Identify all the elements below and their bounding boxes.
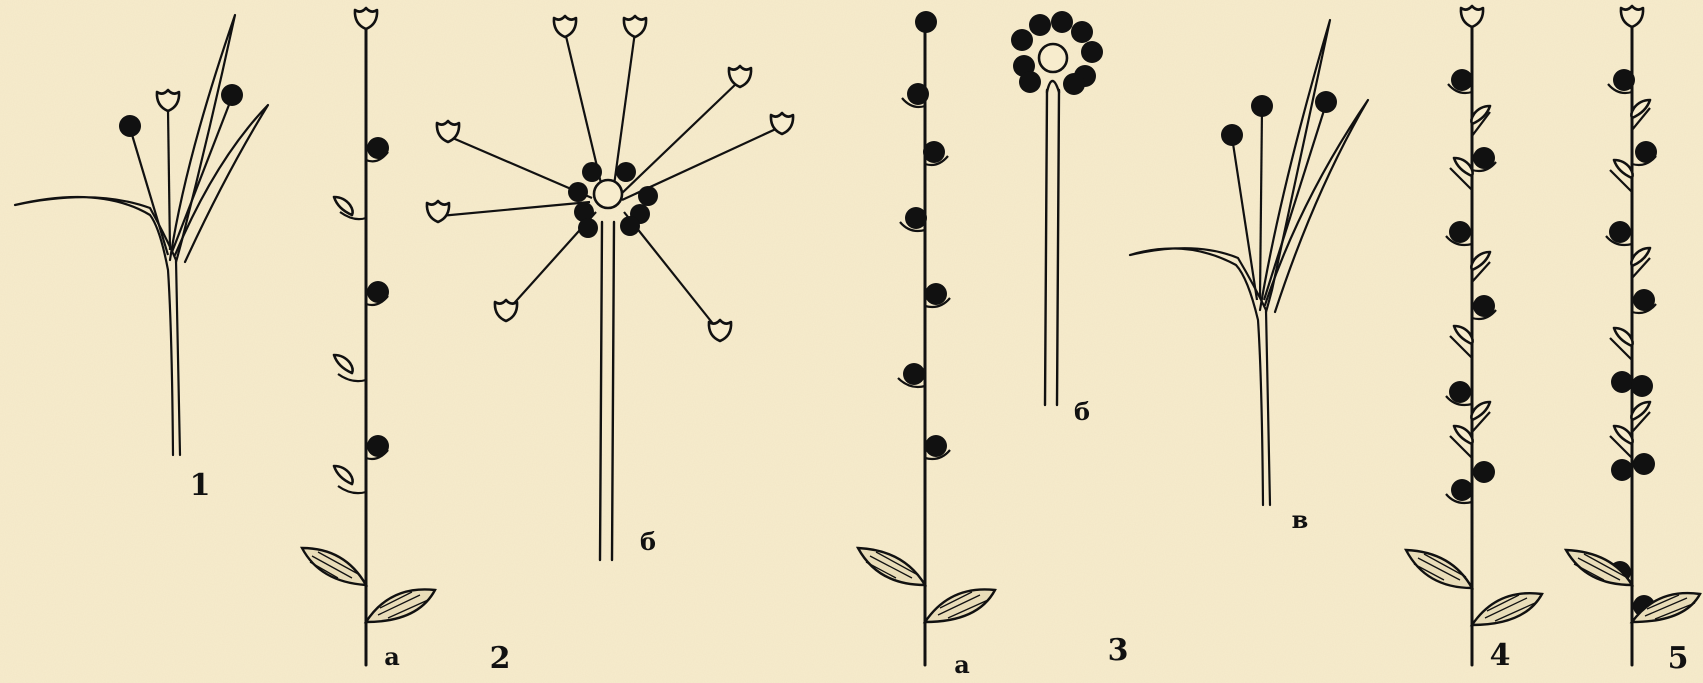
fruit-icon [1613, 69, 1635, 91]
fruit-icon [1631, 375, 1653, 397]
panel-3a-label: а [954, 650, 970, 679]
fruit-icon [1451, 479, 1473, 501]
fruit-icon [578, 218, 598, 238]
panel-5-number: 5 [1668, 641, 1689, 676]
panel-2-number: 2 [490, 641, 511, 676]
fruit-icon [903, 363, 925, 385]
fruit-icon [1611, 371, 1633, 393]
panel-3c-label: в [1292, 505, 1309, 534]
panel-3b-label: б [1074, 397, 1090, 426]
fruit-icon [1609, 221, 1631, 243]
fruit-icon [905, 207, 927, 229]
fruit-icon [923, 141, 945, 163]
panel-1-number: 1 [190, 468, 211, 503]
fruit-icon [1081, 41, 1103, 63]
fruit-icon [616, 162, 636, 182]
fruit-icon [1029, 14, 1051, 36]
fruit-icon [915, 11, 937, 33]
fruit-icon [1315, 91, 1337, 113]
fruit-icon [1051, 11, 1073, 33]
panel-2b-label: б [640, 527, 656, 556]
fruit-icon [620, 216, 640, 236]
panel-3-number: 3 [1108, 633, 1129, 668]
panel-4-number: 4 [1490, 638, 1511, 673]
fruit-icon [221, 84, 243, 106]
fruit-icon [925, 435, 947, 457]
fruit-icon [1221, 124, 1243, 146]
fruit-icon [568, 182, 588, 202]
fruit-icon [119, 115, 141, 137]
fruit-icon [1019, 71, 1041, 93]
fruit-icon [1451, 69, 1473, 91]
fruit-icon [907, 83, 929, 105]
fruit-icon [638, 186, 658, 206]
fruit-icon [1633, 453, 1655, 475]
fruit-icon [1251, 95, 1273, 117]
fruit-icon [582, 162, 602, 182]
fruit-icon [1071, 21, 1093, 43]
fruit-icon [1473, 461, 1495, 483]
fruit-icon [1449, 381, 1471, 403]
panel-2a-label: а [384, 642, 400, 671]
fruit-icon [1011, 29, 1033, 51]
fruit-icon [1449, 221, 1471, 243]
fruit-icon [1063, 73, 1085, 95]
fruit-icon [925, 283, 947, 305]
fruit-icon [1611, 459, 1633, 481]
